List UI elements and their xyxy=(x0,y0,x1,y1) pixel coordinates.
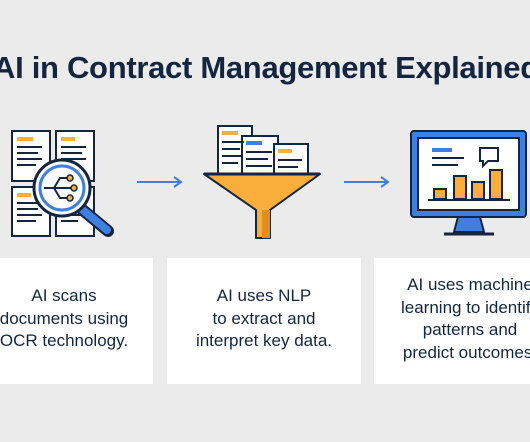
documents-funnel-icon xyxy=(203,125,321,239)
arrow-right-icon xyxy=(137,176,183,188)
step-line: learning to identify xyxy=(401,297,530,317)
step-card-2: AI uses NLP to extract and interpret key… xyxy=(167,258,361,384)
step-line: AI scans xyxy=(31,286,97,305)
page-title: AI in Contract Management Explained xyxy=(0,50,530,86)
step-line: to extract and xyxy=(212,308,316,328)
monitor-bar-chart-icon xyxy=(410,130,527,236)
step-line: predict outcomes. xyxy=(402,342,530,362)
arrow-right-icon xyxy=(344,176,390,188)
step-line: OCR technology. xyxy=(0,331,129,350)
page-title-text: AI in Contract Management Explained xyxy=(0,50,530,85)
step-line: patterns and xyxy=(422,320,518,339)
magnifier-over-documents-icon xyxy=(11,130,114,237)
step-description: AI uses NLP to extract and interpret key… xyxy=(167,285,361,353)
step-line: interpret key data. xyxy=(195,331,333,350)
step-card-3: AI uses machine learning to identify pat… xyxy=(374,258,530,384)
step-line: AI uses machine xyxy=(407,275,530,294)
step-line: documents using xyxy=(0,308,129,328)
step-card-1: AI scans documents using OCR technology. xyxy=(0,258,153,384)
step-line: AI uses NLP xyxy=(216,286,312,305)
step-description: AI uses machine learning to identify pat… xyxy=(374,274,530,364)
step-description: AI scans documents using OCR technology. xyxy=(0,285,153,353)
